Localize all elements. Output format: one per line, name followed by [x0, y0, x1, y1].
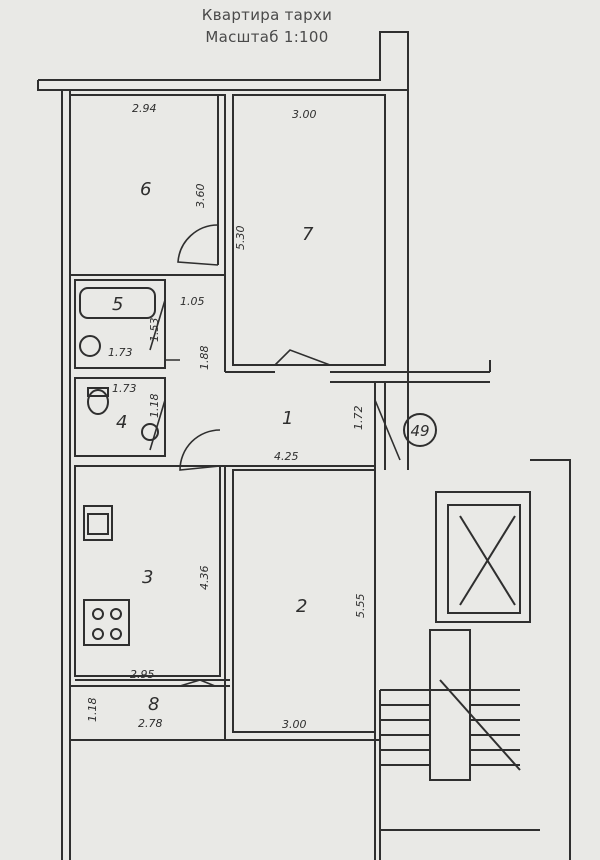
- dim-wc-width: 1.73: [112, 382, 137, 395]
- dim-room6-depth: 3.60: [194, 184, 207, 209]
- stair-lift-core: [380, 360, 571, 860]
- dim-hall-width: 1.72: [352, 406, 365, 431]
- room-label-1: 1: [282, 408, 293, 429]
- dim-room2-depth: 5.55: [354, 594, 367, 619]
- room-label-6: 6: [140, 179, 151, 200]
- apartment-number-circle: [403, 413, 437, 447]
- dimension-labels: 2.94 3.00 3.60 5.30 1.05 1.53 1.73 1.88 …: [86, 102, 367, 731]
- plan-scale: Масштаб 1:100: [205, 28, 329, 46]
- room-label-3: 3: [142, 567, 153, 588]
- dim-bath-depth: 1.53: [148, 318, 161, 343]
- upper-partitions: [69, 94, 490, 470]
- dim-kitchen-width: 2.95: [130, 668, 155, 681]
- room-label-4: 4: [116, 412, 127, 433]
- dim-room7-width: 3.00: [292, 108, 317, 121]
- dim-kitchen-depth: 4.36: [198, 566, 211, 591]
- dim-corridor-upper: 1.05: [180, 295, 205, 308]
- plan-title: Квартира тархи: [201, 6, 333, 24]
- dim-bath-width: 1.73: [108, 346, 133, 359]
- dim-balcony-depth: 1.18: [86, 698, 99, 723]
- dim-room6-width: 2.94: [132, 102, 157, 115]
- room-label-8: 8: [148, 694, 159, 715]
- room-label-2: 2: [296, 596, 307, 617]
- room-label-7: 7: [302, 224, 314, 245]
- dim-balcony-width: 2.78: [138, 717, 163, 730]
- dim-room7-depth: 5.30: [234, 226, 247, 251]
- room-label-5: 5: [112, 294, 123, 315]
- apartment-number: 49: [410, 422, 429, 440]
- dim-wc-depth: 1.18: [148, 394, 161, 419]
- lower-partitions: [70, 465, 381, 860]
- exterior-walls: [37, 31, 409, 860]
- dim-room2-width: 3.00: [282, 718, 307, 731]
- dim-corridor-mid: 1.88: [198, 346, 211, 371]
- dim-hall-length: 4.25: [274, 450, 299, 463]
- door-swings: [149, 224, 401, 687]
- room-labels: 6 7 5 4 1 3 2 8: [112, 179, 314, 715]
- wet-rooms: [74, 279, 166, 457]
